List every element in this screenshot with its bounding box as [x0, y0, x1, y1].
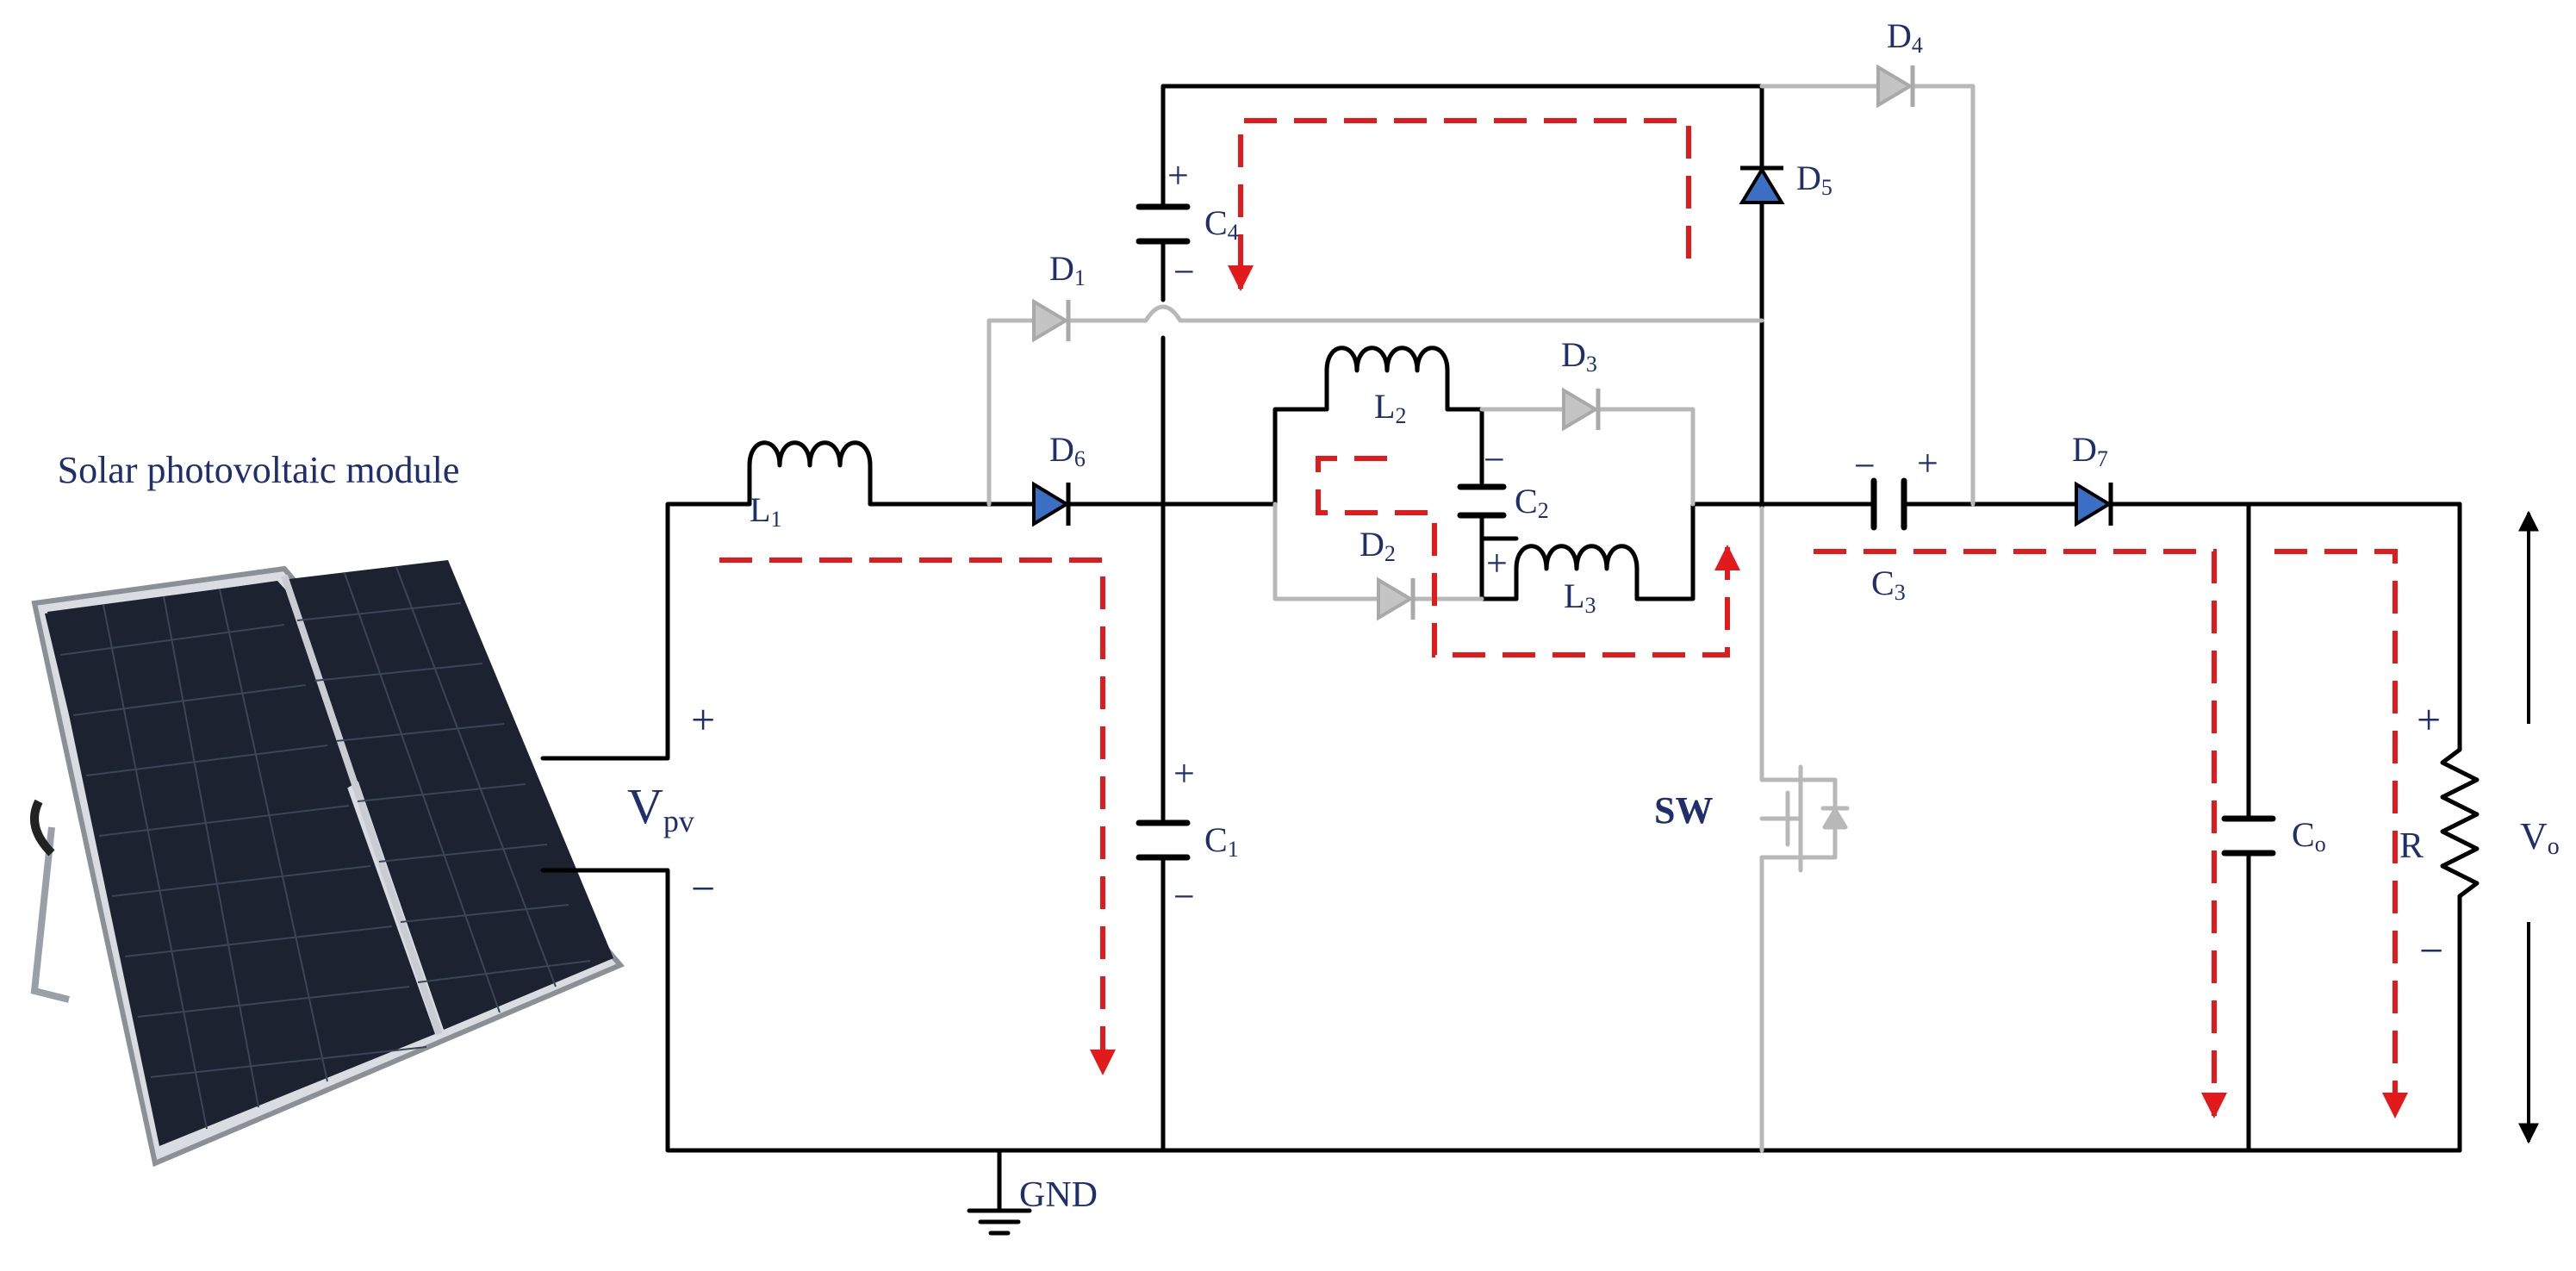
diode-d4: [1876, 64, 1915, 109]
label-vo: Vo: [2520, 815, 2560, 860]
label-r: R: [2399, 826, 2424, 866]
label-sw: SW: [1654, 789, 1713, 832]
capacitor-c3: [1870, 477, 1907, 531]
capacitor-c4: [1136, 203, 1191, 245]
label-d6: D6: [1049, 430, 1086, 471]
label-c3: C3: [1871, 564, 1906, 605]
inductor-l2: [1324, 346, 1450, 412]
c4-minus-sign: −: [1173, 251, 1195, 293]
r-plus-sign: +: [2417, 695, 2441, 744]
c3-plus-sign: +: [1917, 442, 1938, 484]
mosfet-switch: [1759, 764, 1850, 873]
inductor-l3: [1514, 544, 1640, 601]
capacitor-c2: [1457, 483, 1507, 519]
diode-d5: [1739, 165, 1785, 204]
diode-d3: [1562, 387, 1601, 432]
label-l1: L1: [750, 490, 781, 532]
ground-symbol: [967, 1208, 1032, 1236]
c3-minus-sign: −: [1854, 445, 1876, 487]
label-d5: D5: [1796, 159, 1832, 200]
c1-minus-sign: −: [1173, 875, 1195, 918]
capacitor-c1: [1136, 819, 1191, 861]
label-c4: C4: [1204, 203, 1239, 245]
label-co: Co: [2292, 815, 2326, 857]
diode-d7: [2075, 481, 2113, 527]
label-c2: C2: [1515, 482, 1549, 523]
c4-plus-sign: +: [1167, 154, 1189, 196]
label-gnd: GND: [1019, 1175, 1098, 1215]
l3-plus-sign: +: [1486, 542, 1508, 584]
label-d2: D2: [1360, 525, 1396, 566]
label-l2: L2: [1374, 387, 1406, 428]
label-d7: D7: [2072, 430, 2108, 471]
capacitor-co: [2221, 815, 2276, 857]
solar-panel-image: [30, 560, 625, 1168]
diode-d1: [1032, 298, 1071, 343]
c2-minus-sign: −: [1484, 439, 1505, 481]
r-minus-sign: −: [2419, 926, 2443, 975]
label-l3: L3: [1564, 576, 1596, 618]
diode-d2: [1377, 576, 1416, 621]
vpv-plus-sign: +: [691, 695, 715, 744]
diode-d6: [1032, 481, 1071, 527]
inactive-wires: [986, 84, 1976, 1153]
label-d4: D4: [1887, 16, 1923, 58]
module-title: Solar photovoltaic module: [58, 449, 460, 491]
current-paths: [719, 118, 2408, 1118]
label-d1: D1: [1049, 249, 1086, 290]
label-c1: C1: [1204, 820, 1239, 862]
label-vpv: Vpv: [627, 778, 694, 838]
inductor-l1: [747, 440, 873, 507]
vpv-minus-sign: −: [691, 864, 715, 913]
c1-plus-sign: +: [1173, 752, 1195, 794]
label-d3: D3: [1561, 335, 1597, 377]
active-wires: [540, 84, 2480, 1213]
